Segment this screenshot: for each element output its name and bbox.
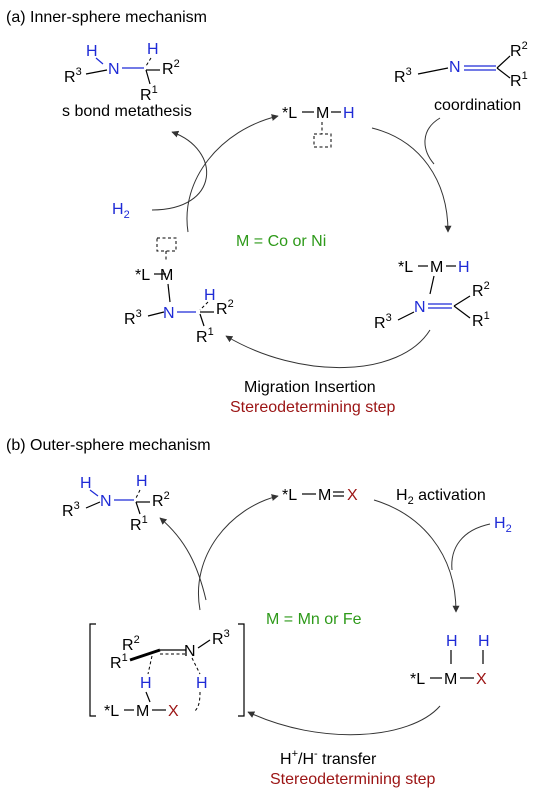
- svg-text:R2: R2: [122, 634, 140, 654]
- transition-state-b: R2 R1 N R3 H H *L M X: [89, 623, 245, 720]
- cycle-arc-b-bottom: [247, 705, 441, 736]
- panel-a-title: (a) Inner-sphere mechanism: [6, 9, 207, 26]
- amido-complex-a: *L M R3 N H R2 R1: [124, 237, 234, 346]
- metal-imido-b: *L M X: [282, 487, 358, 504]
- svg-text:N: N: [184, 643, 196, 660]
- svg-text:R3: R3: [64, 66, 82, 86]
- metal-hydride-a: *L M H: [282, 105, 355, 148]
- svg-text:M: M: [444, 671, 457, 688]
- svg-text:M: M: [430, 259, 443, 276]
- amine-product-b: H R3 N H R2 R1: [62, 473, 170, 534]
- svg-text:H: H: [136, 473, 148, 490]
- svg-text:H: H: [140, 675, 152, 692]
- svg-text:R3: R3: [374, 312, 392, 332]
- coord-arc-a: [424, 117, 441, 165]
- step-metathesis: s bond metathesis: [62, 103, 192, 120]
- svg-text:H: H: [478, 633, 490, 650]
- svg-text:R2: R2: [152, 490, 170, 510]
- svg-text:X: X: [347, 487, 358, 504]
- svg-text:*L: *L: [410, 671, 425, 688]
- svg-text:R2: R2: [510, 40, 528, 60]
- cycle-arc-b-right: [373, 499, 460, 613]
- metal-label-a: M = Co or Ni: [236, 233, 326, 250]
- svg-text:H: H: [446, 633, 458, 650]
- svg-text:N: N: [163, 305, 175, 322]
- panel-b-outer-sphere: (b) Outer-sphere mechanism H R3 N H R2 R…: [6, 437, 512, 788]
- amine-product-a: H R3 N H R2 R1: [64, 41, 180, 104]
- panel-b-title: (b) Outer-sphere mechanism: [6, 437, 211, 454]
- dihydride-complex-b: H H *L M X: [410, 633, 490, 688]
- svg-text:*L: *L: [398, 259, 413, 276]
- svg-text:R2: R2: [216, 298, 234, 318]
- panel-a-inner-sphere: (a) Inner-sphere mechanism H R3 N H R2 R…: [6, 9, 528, 416]
- metal-label-b: M = Mn or Fe: [266, 611, 362, 628]
- svg-text:R3: R3: [62, 500, 80, 520]
- metathesis-arc-a: [151, 130, 208, 211]
- svg-text:R2: R2: [162, 58, 180, 78]
- imine-substrate-a: R3 N R2 R1: [394, 40, 528, 90]
- svg-text:X: X: [476, 671, 487, 688]
- svg-text:M: M: [316, 105, 329, 122]
- svg-text:*L: *L: [282, 487, 297, 504]
- svg-text:H: H: [147, 41, 159, 58]
- svg-text:M: M: [318, 487, 331, 504]
- svg-text:R1: R1: [510, 70, 528, 90]
- cycle-arc-a-left: [186, 114, 279, 233]
- cycle-arc-a-bottom: [225, 329, 431, 368]
- product-arc-b: [159, 517, 207, 601]
- svg-text:R3: R3: [212, 628, 230, 648]
- svg-text:*L: *L: [104, 703, 119, 720]
- svg-text:*L: *L: [135, 267, 150, 284]
- stereo-label-b: Stereodetermining step: [270, 771, 436, 788]
- svg-text:*L: *L: [282, 105, 297, 122]
- h2-label-a: H2: [112, 201, 130, 221]
- svg-text:N: N: [108, 61, 120, 78]
- svg-text:R1: R1: [130, 514, 148, 534]
- cycle-arc-b-left: [198, 494, 279, 611]
- svg-text:N: N: [414, 299, 426, 316]
- stereo-label-a: Stereodetermining step: [230, 399, 396, 416]
- svg-text:H: H: [86, 43, 98, 60]
- step-insertion: Migration Insertion: [244, 379, 376, 396]
- svg-text:H: H: [458, 259, 470, 276]
- step-coordination: coordination: [434, 97, 521, 114]
- svg-text:R2: R2: [472, 280, 490, 300]
- svg-text:R1: R1: [196, 326, 214, 346]
- h2-arc-b: [451, 523, 491, 571]
- svg-text:R3: R3: [394, 66, 412, 86]
- svg-text:N: N: [449, 59, 461, 76]
- svg-text:R1: R1: [472, 310, 490, 330]
- imine-complex-a: *L M H R3 N R2 R1: [374, 259, 490, 332]
- svg-text:H: H: [204, 287, 216, 304]
- step-h2-activation: H2 activation: [396, 487, 486, 507]
- svg-text:R1: R1: [140, 84, 158, 104]
- svg-text:M: M: [136, 703, 149, 720]
- h2-label-b: H2: [494, 515, 512, 535]
- svg-text:H: H: [343, 105, 355, 122]
- svg-text:X: X: [168, 703, 179, 720]
- step-transfer: H+/H- transfer: [280, 748, 377, 768]
- svg-text:R1: R1: [110, 652, 128, 672]
- svg-text:R3: R3: [124, 308, 142, 328]
- svg-text:H: H: [80, 475, 92, 492]
- cycle-arc-a-right: [371, 127, 452, 233]
- svg-text:M: M: [160, 267, 173, 284]
- svg-text:N: N: [100, 493, 112, 510]
- svg-text:H: H: [196, 675, 208, 692]
